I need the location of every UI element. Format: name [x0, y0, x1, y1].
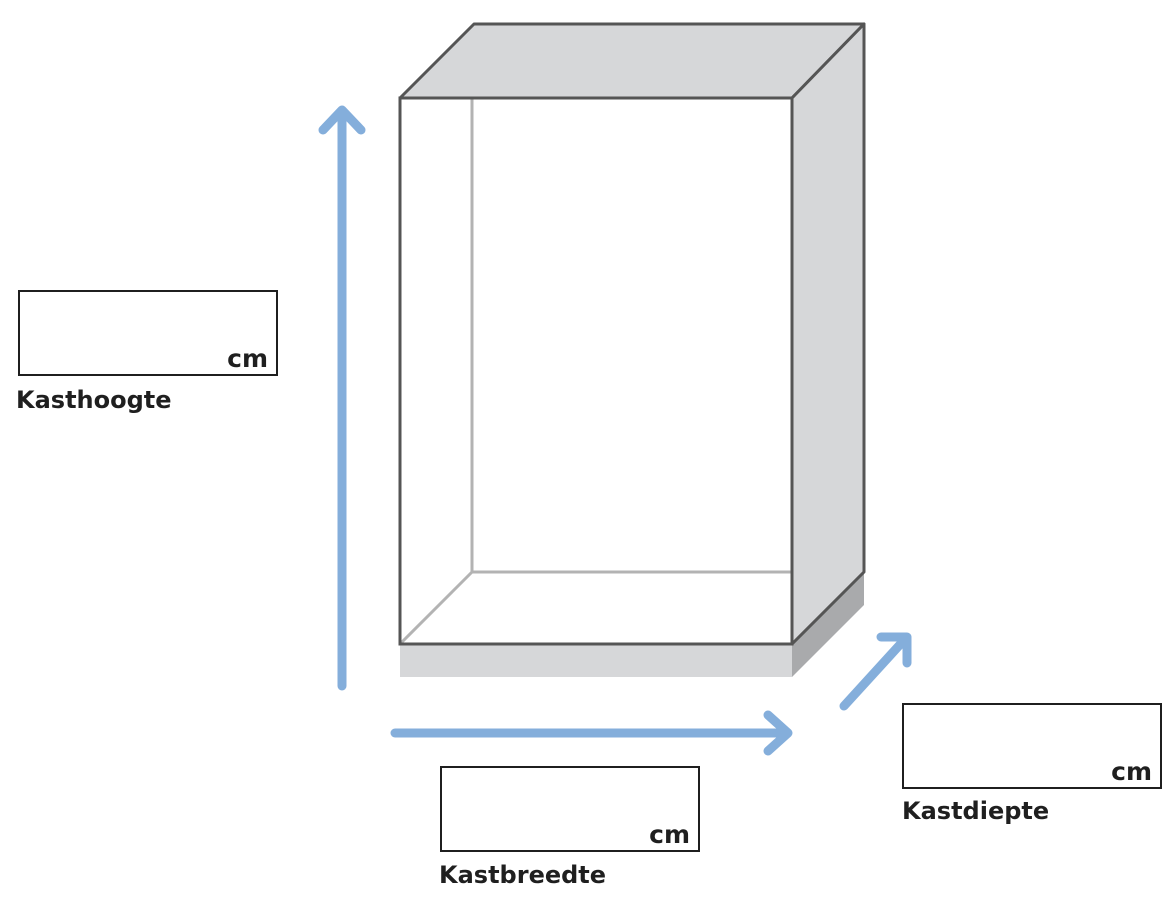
- cabinet-inner-floor-diagonal: [398, 570, 474, 646]
- depth-arrow: [839, 632, 912, 711]
- cabinet-width-label: Kastbreedte: [439, 861, 607, 889]
- cabinet-height-label: Kasthoogte: [16, 386, 172, 414]
- width-arrow: [390, 710, 793, 756]
- cabinet-plinth-side: [792, 572, 864, 677]
- cabinet-depth-unit: cm: [1111, 756, 1152, 786]
- cabinet-top-panel: [398, 22, 866, 100]
- cabinet-front-frame: [398, 96, 794, 646]
- cabinet-side-panel: [790, 22, 866, 646]
- height-arrow: [318, 105, 366, 691]
- cabinet-width-field[interactable]: cm: [440, 766, 700, 852]
- cabinet-plinth-front: [400, 644, 792, 677]
- cabinet-width-unit: cm: [649, 819, 690, 849]
- cabinet-depth-field[interactable]: cm: [902, 703, 1162, 789]
- cabinet-depth-label: Kastdiepte: [902, 797, 1050, 825]
- cabinet-height-field[interactable]: cm: [18, 290, 278, 376]
- cabinet-height-unit: cm: [227, 343, 268, 373]
